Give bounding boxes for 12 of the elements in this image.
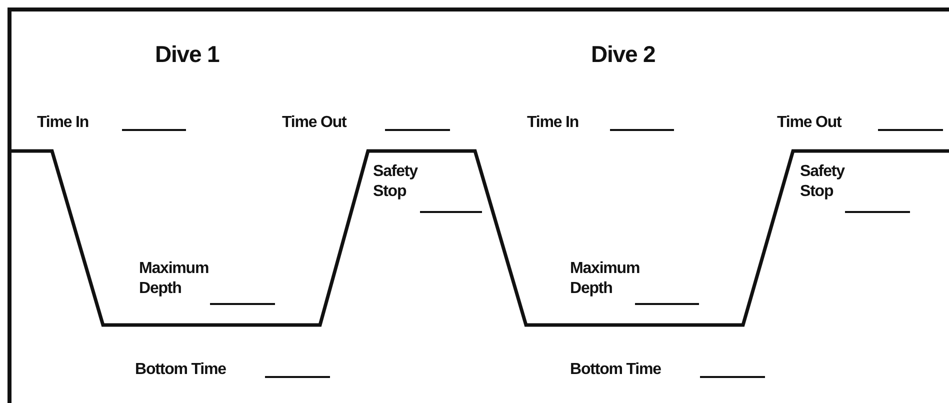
field-label: Maximum Depth xyxy=(139,259,209,299)
field-label: Time In xyxy=(37,113,89,133)
field-label: Maximum Depth xyxy=(570,259,640,299)
field-label: Safety Stop xyxy=(373,162,418,202)
dive-heading: Dive 2 xyxy=(591,40,656,68)
field-label: Time Out xyxy=(777,113,842,133)
field-label: Safety Stop xyxy=(800,162,844,202)
field-label: Bottom Time xyxy=(570,360,661,380)
dive-heading: Dive 1 xyxy=(155,40,220,68)
field-label: Time Out xyxy=(282,113,346,133)
field-label: Bottom Time xyxy=(135,360,226,380)
field-label: Time In xyxy=(527,113,579,133)
